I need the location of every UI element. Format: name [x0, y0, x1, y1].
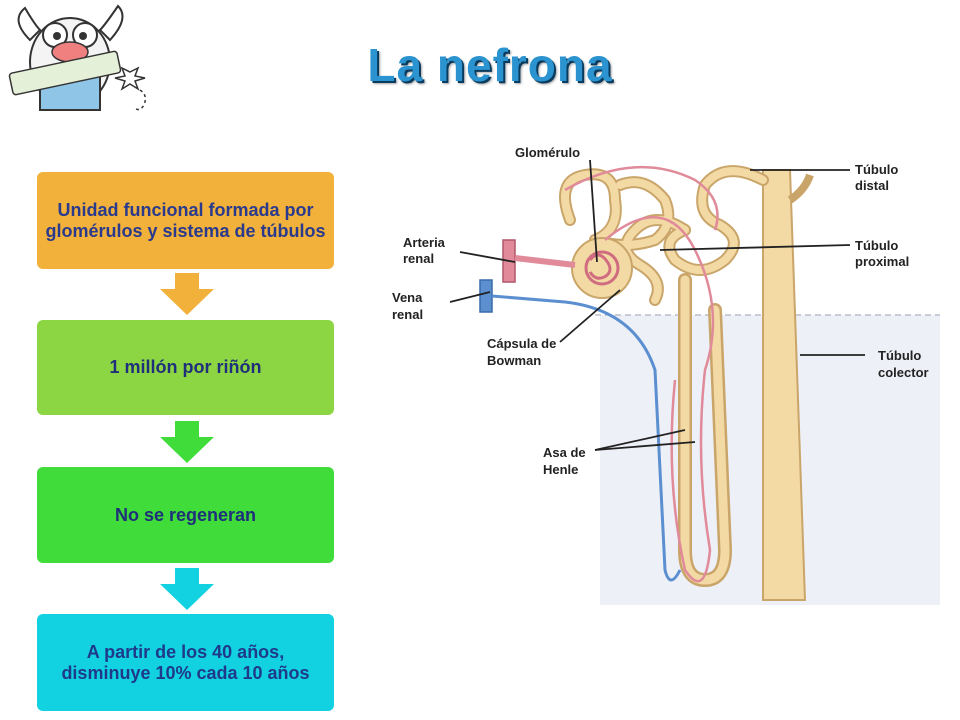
label-tubulo-distal-2: distal: [855, 178, 889, 193]
label-vena-2: renal: [392, 307, 423, 322]
renal-vein: [479, 279, 682, 582]
label-tubulo-proximal-2: proximal: [855, 254, 909, 269]
label-arteria-2: renal: [403, 251, 434, 266]
label-arteria-1: Arteria: [403, 235, 446, 250]
bowman-capsule: [571, 237, 633, 299]
label-tubulo-distal-1: Túbulo: [855, 162, 898, 177]
label-asa-1: Asa de: [543, 445, 586, 460]
renal-artery: [502, 165, 719, 583]
label-tubulo-proximal-1: Túbulo: [855, 238, 898, 253]
down-arrow-icon: [160, 273, 214, 315]
nephron-diagram: Glomérulo Túbulo distal Arteria renal Tú…: [392, 145, 940, 605]
page-title: La nefrona: [367, 39, 613, 91]
label-tubulo-colector-2: colector: [878, 365, 929, 380]
glomerulus: [584, 250, 620, 286]
label-glomerulo: Glomérulo: [515, 145, 580, 160]
loop-of-henle: [678, 273, 733, 588]
label-tubulo-colector-1: Túbulo: [878, 348, 921, 363]
label-capsula-1: Cápsula de: [487, 336, 556, 351]
flow-step-4: A partir de los 40 años, disminuye 10% c…: [37, 614, 334, 711]
label-vena-1: Vena: [392, 290, 423, 305]
down-arrow-icon: [160, 421, 214, 463]
flow-step-3: No se regeneran: [37, 467, 334, 563]
label-capsula-2: Bowman: [487, 353, 541, 368]
flow-step-1: Unidad funcional formada por glomérulos …: [37, 172, 334, 269]
flow-step-2: 1 millón por riñón: [37, 320, 334, 415]
scientist-mascot-icon: [8, 4, 147, 111]
label-asa-2: Henle: [543, 462, 578, 477]
leader-lines: [449, 159, 865, 451]
down-arrow-icon: [160, 568, 214, 610]
